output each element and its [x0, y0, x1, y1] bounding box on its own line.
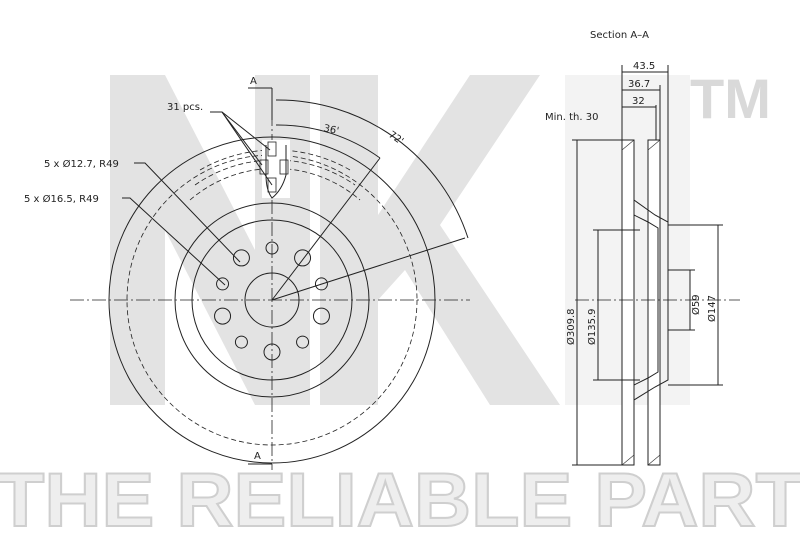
nk-logo-watermark	[110, 75, 690, 405]
vanes-count-label: 31 pcs.	[167, 102, 203, 113]
dim-32: 32	[632, 96, 645, 107]
dia-hat-label: Ø135.9	[586, 309, 598, 346]
bolt-hole-large	[263, 343, 281, 361]
min-thickness-label: Min. th. 30	[545, 112, 598, 123]
dia-hat-outer-label: Ø147	[706, 295, 718, 322]
small-holes-label: 5 x Ø12.7, R49	[44, 158, 119, 170]
trademark-watermark: TM	[690, 67, 771, 130]
dia-center-label: Ø59	[690, 294, 702, 315]
dia-outer-label: Ø309.8	[565, 309, 577, 346]
angle-36-label: 36'	[322, 123, 339, 137]
slogan-watermark: THE RELIABLE PART	[0, 458, 800, 533]
disc-front-view	[70, 87, 470, 470]
bolt-hole-large	[214, 307, 232, 325]
bolt-hole-small	[314, 277, 328, 291]
bolt-hole-small	[216, 277, 230, 291]
section-marker-top: A	[250, 76, 257, 87]
bolt-hole-small	[296, 335, 310, 349]
bolt-hole-large	[312, 307, 330, 325]
bolt-hole-large	[294, 249, 312, 267]
disc-section-view	[572, 65, 740, 466]
bolt-hole-small	[234, 335, 248, 349]
dim-36-7: 36.7	[628, 79, 650, 90]
section-title: Section A–A	[590, 30, 649, 41]
large-holes-label: 5 x Ø16.5, R49	[24, 193, 99, 205]
angle-72-label: 72'	[386, 129, 405, 147]
bolt-hole-small	[265, 241, 279, 255]
section-marker-bottom: A	[254, 451, 261, 462]
bolt-hole-large	[232, 249, 250, 267]
dim-43-5: 43.5	[633, 61, 655, 72]
